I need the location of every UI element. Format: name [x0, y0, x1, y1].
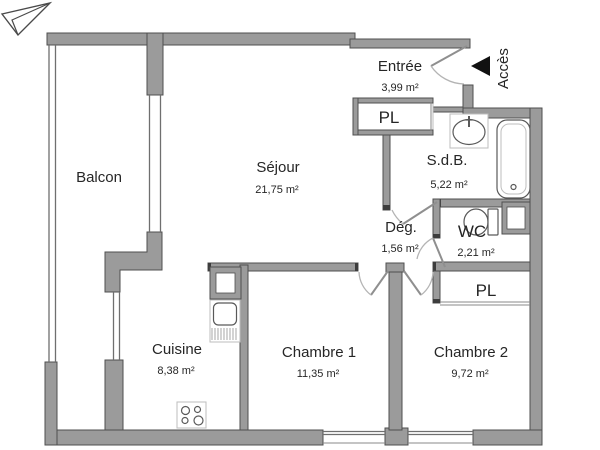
area-label-wc: 2,21 m²	[457, 247, 495, 259]
wall-cuisine-divider	[239, 264, 249, 431]
wall-right	[529, 107, 543, 446]
door-chambre2	[403, 270, 434, 296]
area-label-entree: 3,99 m²	[381, 82, 419, 94]
wall-chambre-divider	[388, 271, 403, 431]
room-label-chambre1: Chambre 1	[282, 344, 356, 361]
room-label-wc: WC	[458, 222, 486, 241]
stove-icon	[176, 401, 207, 429]
wall-sdb-top	[462, 107, 531, 119]
area-label-degagement: 1,56 m²	[381, 243, 419, 255]
north-arrow-icon	[0, 1, 53, 37]
duct-box	[501, 201, 531, 235]
room-label-sejour: Séjour	[256, 159, 299, 176]
room-label-pl-entree: PL	[379, 108, 400, 127]
wall-bottom-left	[44, 429, 324, 446]
doors	[358, 45, 468, 296]
closet-pl-entree	[352, 97, 434, 136]
wall-bottom-right	[472, 429, 543, 446]
wall-cap	[433, 262, 436, 271]
wall-sejour-sdb	[382, 131, 391, 211]
room-label-balcon: Balcon	[76, 169, 122, 186]
bathtub-icon	[496, 119, 531, 199]
wall-mid-post	[385, 262, 405, 273]
wall-left-lower	[44, 361, 58, 446]
door-wc	[416, 237, 446, 268]
wall-mid-right	[432, 261, 531, 272]
wall-top-right	[349, 38, 471, 49]
wall-top-left	[46, 32, 356, 46]
room-label-chambre2: Chambre 2	[434, 344, 508, 361]
area-label-sejour: 21,75 m²	[255, 184, 299, 196]
wall-cap	[355, 263, 358, 271]
room-label-degagement: Dég.	[385, 219, 417, 236]
room-label-sdb: S.d.B.	[427, 152, 468, 169]
door-entree	[430, 45, 468, 85]
bathroom-sink-icon	[449, 113, 489, 149]
area-label-chambre2: 9,72 m²	[451, 368, 489, 380]
kitchen-corner-unit	[209, 266, 242, 300]
wall-cap	[433, 234, 440, 238]
fixtures	[176, 113, 531, 429]
area-label-chambre1: 11,35 m²	[297, 368, 340, 380]
area-label-cuisine: 8,38 m²	[157, 365, 195, 377]
room-label-entree: Entrée	[378, 58, 422, 75]
room-labels: Balcon Séjour 21,75 m² Entrée 3,99 m² PL…	[76, 58, 508, 380]
wall-bottom-pillar	[384, 427, 409, 446]
access-arrow-icon	[471, 56, 490, 76]
area-label-sdb: 5,22 m²	[430, 179, 468, 191]
wall-pl2-left	[432, 270, 441, 304]
toilet-icon	[463, 208, 499, 236]
walls	[44, 32, 543, 446]
door-sdb	[391, 201, 438, 225]
wall-sdb-top-thin	[432, 106, 464, 113]
access-label: Accès	[495, 48, 512, 89]
kitchen-sink-icon	[209, 299, 241, 343]
room-label-cuisine: Cuisine	[152, 341, 202, 358]
access-marker: Accès	[471, 48, 512, 89]
wall-balcony-top-pillar	[146, 32, 164, 96]
room-label-pl-chambre2: PL	[476, 281, 497, 300]
wall-cap	[383, 205, 390, 210]
windows	[48, 45, 473, 444]
wall-balcony-step	[104, 231, 163, 293]
door-chambre1	[358, 270, 389, 296]
wall-balcony-lower	[104, 359, 124, 431]
wall-cap	[433, 299, 440, 303]
